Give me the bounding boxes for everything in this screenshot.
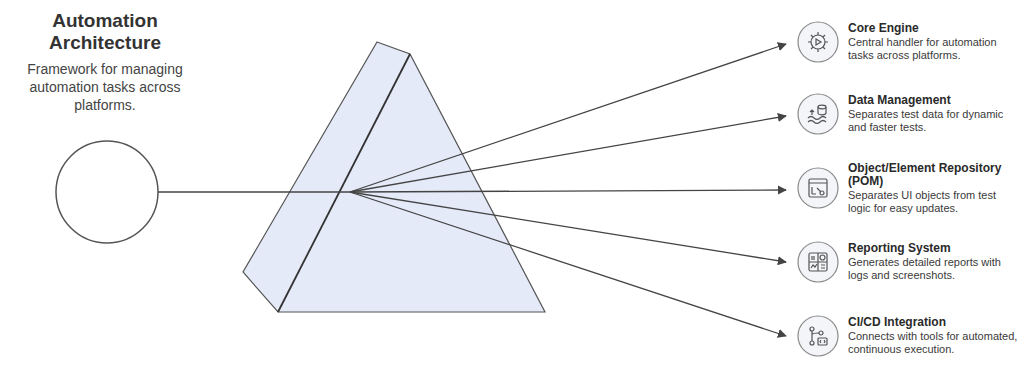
component-heading: Core Engine	[848, 22, 1018, 36]
component-item: Reporting SystemGenerates detailed repor…	[848, 242, 1018, 281]
component-description: Generates detailed reports with logs and…	[848, 256, 1018, 281]
subtitle-text: Framework for managing automation tasks …	[14, 60, 196, 115]
source-circle	[56, 141, 158, 243]
icon-circle	[798, 168, 838, 208]
component-heading: Data Management	[848, 94, 1018, 108]
prism-edge	[278, 54, 410, 312]
gear-icon	[808, 32, 828, 52]
component-description: Central handler for automation tasks acr…	[848, 36, 1018, 61]
output-rays	[350, 44, 786, 336]
component-item: Object/Element Repository (POM)Separates…	[848, 162, 1018, 215]
diagram-title: Automation Architecture	[12, 10, 198, 54]
component-description: Connects with tools for automated, conti…	[848, 330, 1018, 355]
ray	[350, 192, 786, 262]
component-item: Data ManagementSeparates test data for d…	[848, 94, 1018, 133]
data-icon	[808, 105, 826, 123]
ray	[350, 44, 786, 192]
component-heading: Reporting System	[848, 242, 1018, 256]
component-description: Separates test data for dynamic and fast…	[848, 108, 1018, 133]
icon-circle	[798, 316, 838, 356]
component-item: Core EngineCentral handler for automatio…	[848, 22, 1018, 61]
component-heading: CI/CD Integration	[848, 316, 1018, 330]
component-item: CI/CD IntegrationConnects with tools for…	[848, 316, 1018, 355]
component-heading: Object/Element Repository (POM)	[848, 162, 1018, 190]
icon-circle	[798, 94, 838, 134]
report-icon	[809, 253, 827, 271]
window-icon	[809, 179, 827, 197]
icon-circle	[798, 22, 838, 62]
ray	[350, 192, 786, 336]
ray	[350, 190, 786, 192]
component-description: Separates UI objects from test logic for…	[848, 189, 1018, 214]
git-icon	[810, 327, 827, 345]
input-beam	[158, 191, 350, 192]
icon-circle	[798, 242, 838, 282]
ray	[350, 116, 786, 192]
